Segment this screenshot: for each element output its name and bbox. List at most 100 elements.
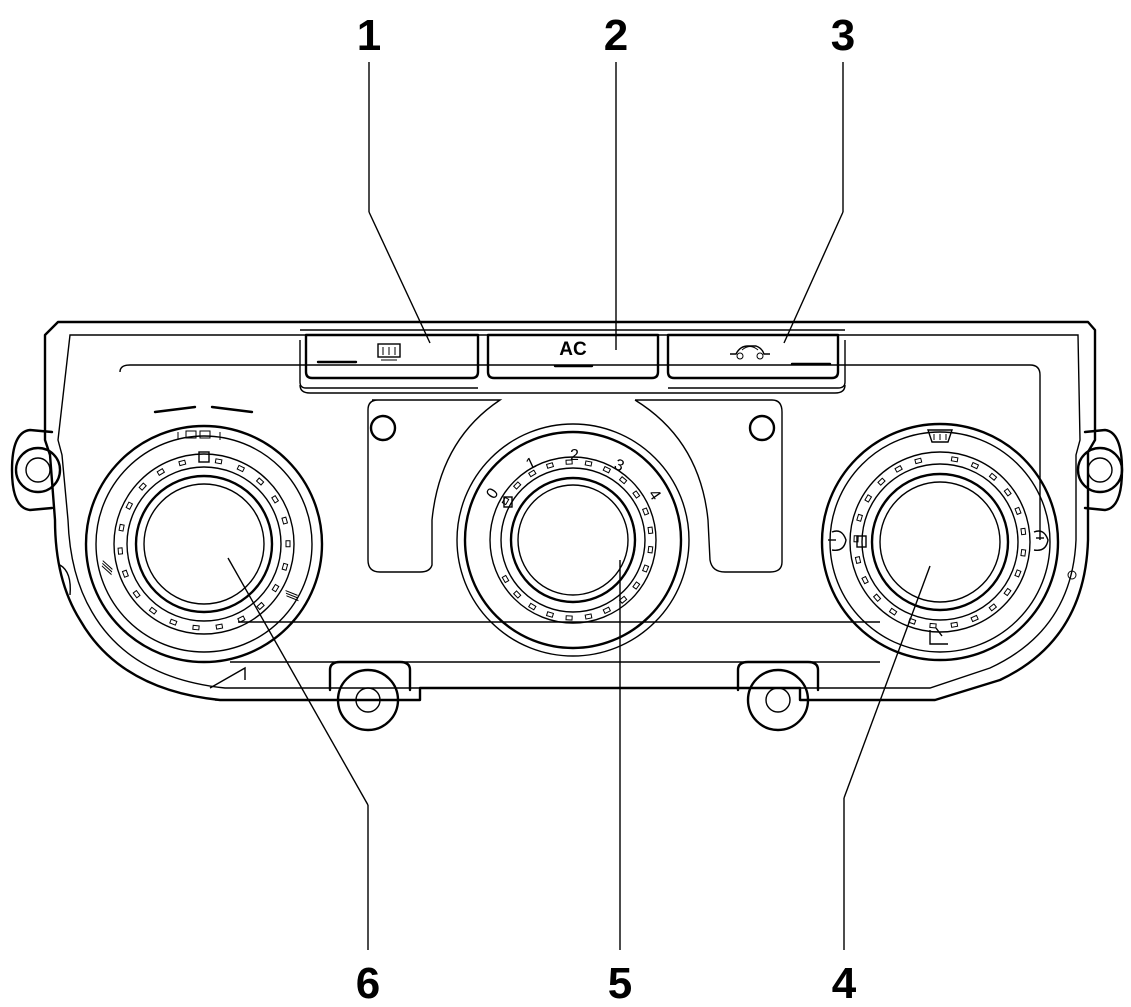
callout-4: 4 xyxy=(832,959,857,1007)
callout-3: 3 xyxy=(831,11,855,60)
fan-detent xyxy=(545,611,555,618)
distribution-detent xyxy=(988,603,998,612)
fan-detent xyxy=(512,590,522,599)
temperature-detent xyxy=(271,495,280,504)
panel-housing xyxy=(43,320,1097,702)
recirculation-car-icon xyxy=(730,345,770,360)
temperature-detent xyxy=(121,569,129,578)
fan-tick-marks xyxy=(501,459,654,621)
footwell-icon xyxy=(929,627,948,645)
distribution-detent xyxy=(1003,587,1012,597)
fan-detent xyxy=(584,613,593,620)
distribution-detent xyxy=(1003,487,1012,497)
temperature-hot-mark: ⁄⁄⁄ xyxy=(283,587,302,604)
fan-detent xyxy=(501,496,510,506)
fan-position-2: 2 xyxy=(570,447,579,464)
distribution-detent xyxy=(877,477,886,486)
mounting-lug-left xyxy=(10,428,62,512)
fan-detent xyxy=(618,595,628,604)
rear-window-defrost-icon xyxy=(377,343,401,361)
distribution-detent xyxy=(908,617,917,625)
distribution-detent-group xyxy=(853,456,1027,629)
fan-detent xyxy=(641,507,650,516)
temperature-detent xyxy=(281,516,289,525)
fan-position-0: 0 xyxy=(483,485,502,502)
ac-button[interactable]: AC xyxy=(486,333,660,380)
temperature-detent xyxy=(256,601,265,611)
ac-label: AC xyxy=(559,339,587,360)
fan-detent xyxy=(632,490,641,499)
temperature-detent xyxy=(148,606,158,615)
distribution-detent xyxy=(970,614,979,623)
temperature-detent xyxy=(178,459,187,467)
temperature-detent xyxy=(281,562,289,571)
distribution-detent xyxy=(1014,506,1022,516)
temperature-detent xyxy=(156,468,166,476)
callout-leaders xyxy=(227,62,931,950)
distribution-detent xyxy=(970,461,980,470)
fan-detent xyxy=(647,545,654,554)
fan-detent xyxy=(501,574,510,584)
fan-position-4: 4 xyxy=(645,487,664,504)
distribution-detent xyxy=(856,513,864,522)
fan-detent xyxy=(565,615,573,621)
air-distribution-knob[interactable] xyxy=(820,422,1077,662)
temperature-detent xyxy=(117,547,124,555)
mounting-lug-bottom-right xyxy=(736,660,820,732)
distribution-detent xyxy=(853,535,859,543)
distribution-detent xyxy=(950,621,959,628)
temperature-detent xyxy=(125,501,134,510)
fan-position-3: 3 xyxy=(611,456,626,475)
distribution-detent xyxy=(888,607,898,616)
temperature-knob[interactable]: ⁄⁄⁄ ⁄⁄⁄ xyxy=(84,405,324,664)
distribution-detent xyxy=(854,556,862,564)
distribution-detent xyxy=(864,494,873,503)
callout-1: 1 xyxy=(357,11,381,60)
temperature-detent xyxy=(285,540,291,548)
distribution-detent xyxy=(861,575,869,585)
temperature-detent-group xyxy=(117,458,291,631)
face-vent-icon xyxy=(1033,530,1049,551)
distribution-detent xyxy=(914,457,923,465)
distribution-detent xyxy=(929,622,937,629)
temperature-detent xyxy=(214,458,223,465)
fan-detent xyxy=(641,564,650,573)
temperature-detent xyxy=(215,623,224,630)
fan-detent xyxy=(512,481,522,490)
temperature-detent xyxy=(237,615,246,623)
fan-detent xyxy=(602,465,612,474)
fan-detent xyxy=(584,460,593,467)
center-surround xyxy=(230,399,880,663)
mounting-lug-right xyxy=(1076,428,1124,512)
fan-detent xyxy=(565,459,573,465)
fan-detent xyxy=(528,469,537,478)
distribution-detent xyxy=(950,456,959,463)
distribution-detent xyxy=(1014,569,1022,578)
temperature-detent xyxy=(255,477,265,486)
temperature-detent xyxy=(271,583,280,593)
fan-detent xyxy=(528,602,537,611)
temperature-cold-mark: ⁄⁄⁄ xyxy=(99,560,118,577)
fan-speed-knob[interactable]: 0 1 2 3 4 xyxy=(456,423,690,657)
fan-detent xyxy=(602,606,612,615)
temperature-detent xyxy=(138,482,147,491)
temperature-detent xyxy=(169,618,178,626)
distribution-detent xyxy=(988,472,998,481)
distribution-detent xyxy=(894,464,903,473)
recirculation-button[interactable] xyxy=(666,333,846,389)
temperature-detent xyxy=(192,624,200,631)
face-and-foot-icon xyxy=(828,530,847,551)
callout-5: 5 xyxy=(608,959,632,1007)
fan-detent xyxy=(632,581,641,590)
callout-6: 6 xyxy=(356,959,380,1007)
distribution-detent xyxy=(872,593,882,602)
temperature-detent xyxy=(236,464,246,473)
temperature-detent xyxy=(118,523,125,532)
rear-defrost-button[interactable] xyxy=(299,333,480,389)
windshield-defrost-icon xyxy=(927,429,953,443)
mounting-lug-bottom-left xyxy=(328,660,412,732)
temperature-scale-icon xyxy=(153,405,254,440)
fan-detent xyxy=(618,476,628,485)
callout-2: 2 xyxy=(604,11,628,60)
